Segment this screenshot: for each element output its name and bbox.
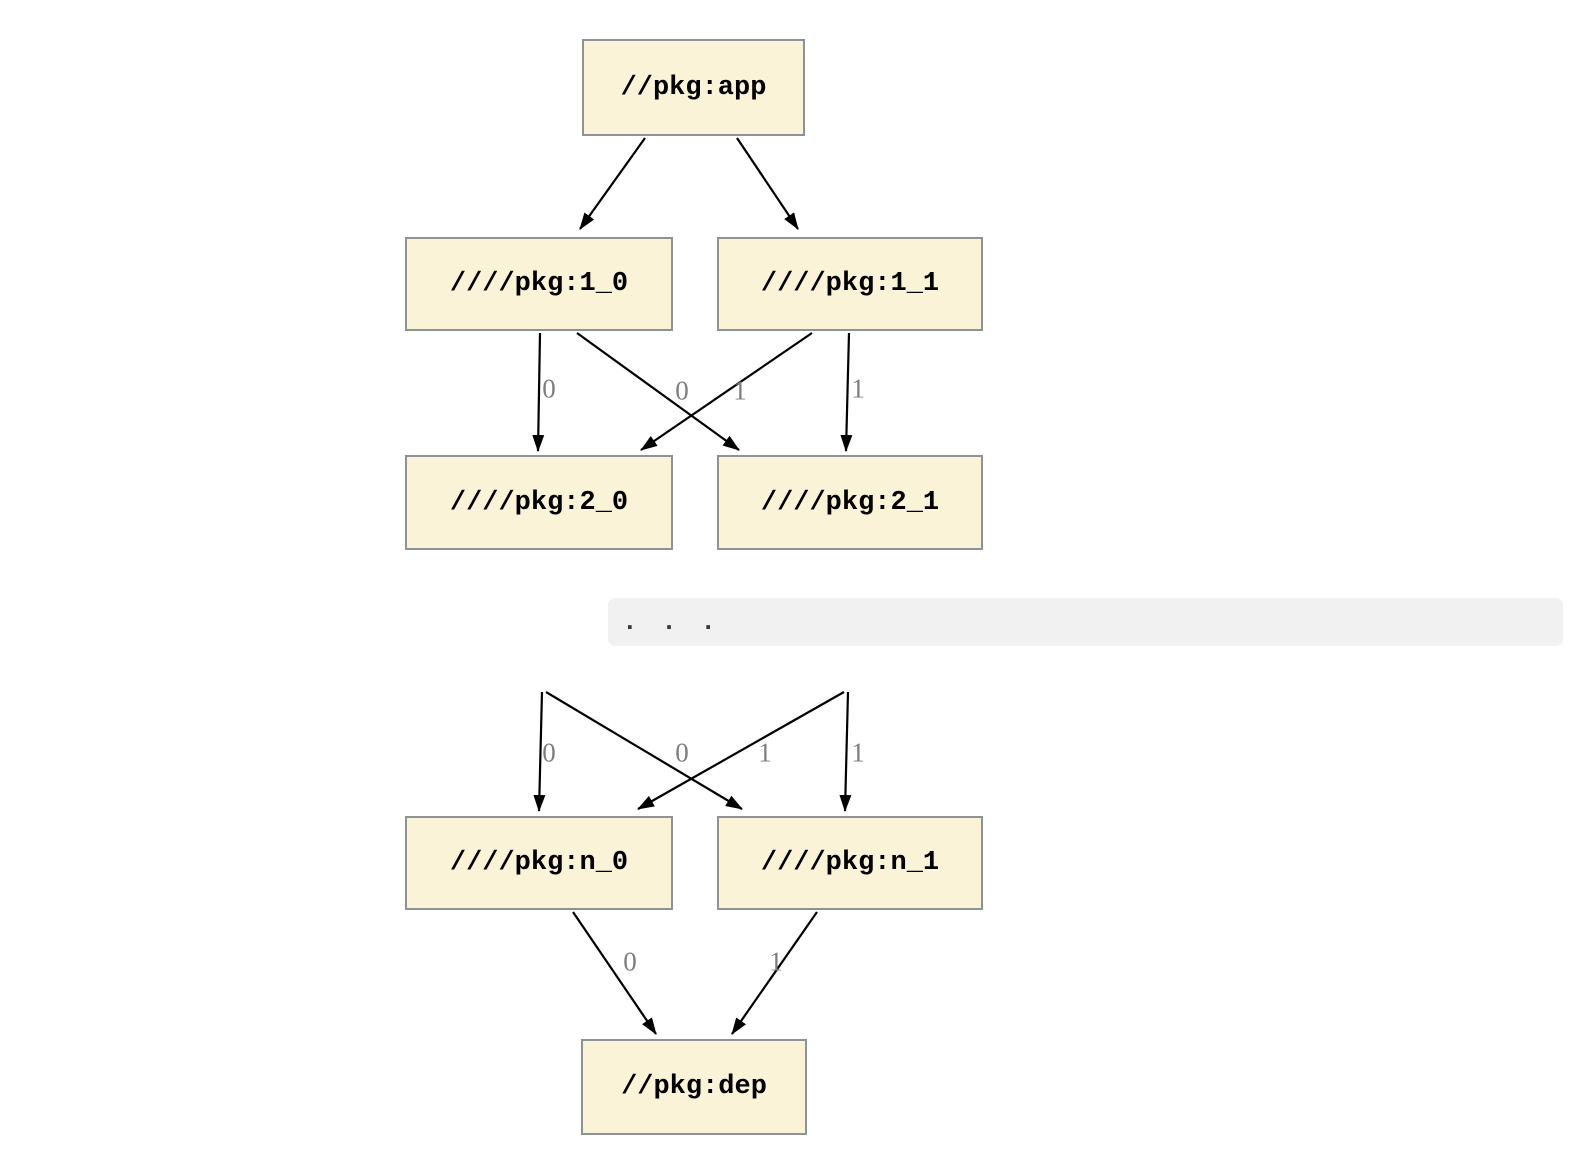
node-pkg-n_0: ////pkg:n_0 (405, 816, 673, 910)
ellipsis-text: . . . (622, 607, 718, 637)
edge-label: 1 (851, 737, 865, 768)
edge-1_1-to-2_1 (840, 332, 853, 452)
node-pkg-2_0: ////pkg:2_0 (405, 455, 673, 550)
node-pkg-dep: //pkg:dep (581, 1039, 807, 1135)
edge-app-to-1_1 (736, 137, 799, 230)
edge-label: 1 (758, 737, 772, 768)
ellipsis-bar: . . . (608, 598, 1563, 646)
edge-label: 0 (542, 737, 556, 768)
edge-label: 1 (733, 375, 747, 406)
edge-label: 1 (851, 373, 865, 404)
edge-elided-to-n_0-cross (637, 691, 845, 810)
node-pkg-app: //pkg:app (582, 39, 805, 136)
edge-label: 1 (769, 946, 783, 977)
edge-app-to-1_0 (579, 137, 646, 230)
edge-n_0-to-dep (572, 911, 657, 1035)
edge-label: 0 (675, 375, 689, 406)
node-pkg-n_1: ////pkg:n_1 (717, 816, 983, 910)
edge-1_0-to-2_0 (532, 332, 545, 452)
edge-label: 0 (542, 373, 556, 404)
edge-label: 0 (675, 737, 689, 768)
edge-elided-to-n_1-cross (545, 691, 743, 810)
node-pkg-2_1: ////pkg:2_1 (717, 455, 983, 550)
node-pkg-1_0: ////pkg:1_0 (405, 237, 673, 331)
edge-elided-to-n_1-straight (839, 691, 852, 812)
edge-1_0-to-2_1 (576, 332, 740, 451)
edge-label: 0 (623, 946, 637, 977)
node-pkg-1_1: ////pkg:1_1 (717, 237, 983, 331)
edge-1_1-to-2_0 (640, 332, 813, 451)
